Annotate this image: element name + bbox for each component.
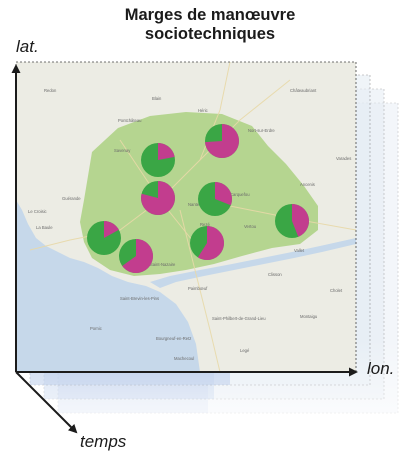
diagram-title-line-1: Marges de manœuvre [124,6,296,24]
latitude-axis-label: lat. [16,37,39,56]
place-label: Pornic [90,326,102,331]
place-label: Redon [44,88,57,93]
place-label: Nantes [188,202,201,207]
place-label: Vertou [244,224,257,229]
pie-chart-markers [87,124,309,273]
place-label: Vallet [294,248,305,253]
place-label: Saint-Brevin-les-Pins [120,296,159,301]
place-label: Paimbœuf [188,286,208,291]
map-place-labels: Le Croisic La Baule Guérande Pontchâteau… [28,88,351,361]
land-south [186,286,356,372]
place-label: Blain [152,96,162,101]
place-label: Legé [240,348,250,353]
place-label: Clisson [268,272,282,277]
longitude-axis-label: lon. [367,359,395,378]
time-axis-label: temps [80,432,127,451]
time-axis [15,371,78,434]
place-label: Saint-Nazaire [150,262,176,267]
pie-marker-ne [205,124,239,158]
place-label: Saint-Philbert-de-Grand-Lieu [212,316,266,321]
place-label: Montaigu [300,314,318,319]
place-label: Rezé [200,222,210,227]
place-label: Châteaubriant [290,88,317,93]
place-label: Héric [198,108,208,113]
place-label: Savenay [114,148,131,153]
pie-slice-a [104,221,119,238]
pie-marker-south [190,226,225,260]
diagram-title-line-2: sociotechniques [144,25,276,43]
place-label: Carquefou [230,192,250,197]
pie-marker-north [141,143,175,177]
place-label: Nort-sur-Erdre [248,128,275,133]
diagram-title: Marges de manœuvre sociotechniques [90,6,330,44]
pie-marker-west [87,221,121,255]
pie-slice-a [122,239,153,273]
place-label: Varades [336,156,351,161]
place-label: Le Croisic [28,209,47,214]
place-label: Machecoul [174,356,194,361]
place-label: La Baule [36,225,53,230]
pie-marker-center-east [198,182,233,216]
estuary [150,238,356,288]
pie-slice-a [141,181,176,215]
pie-slice-a [205,124,239,158]
place-label: Cholet [330,288,343,293]
place-label: Pontchâteau [118,118,142,123]
pie-marker-east [275,204,309,238]
pie-slice-a [197,226,225,260]
pie-slice-a [215,182,233,206]
place-label: Bourgneuf-en-Retz [156,336,191,341]
pie-slice-a [158,143,175,160]
place-label: Guérande [62,196,81,201]
pie-marker-center [141,181,176,215]
place-label: Ancenis [300,182,315,187]
pie-marker-sw [119,239,153,273]
pie-slice-a [292,204,309,237]
map-plane: Le Croisic La Baule Guérande Pontchâteau… [16,62,356,372]
